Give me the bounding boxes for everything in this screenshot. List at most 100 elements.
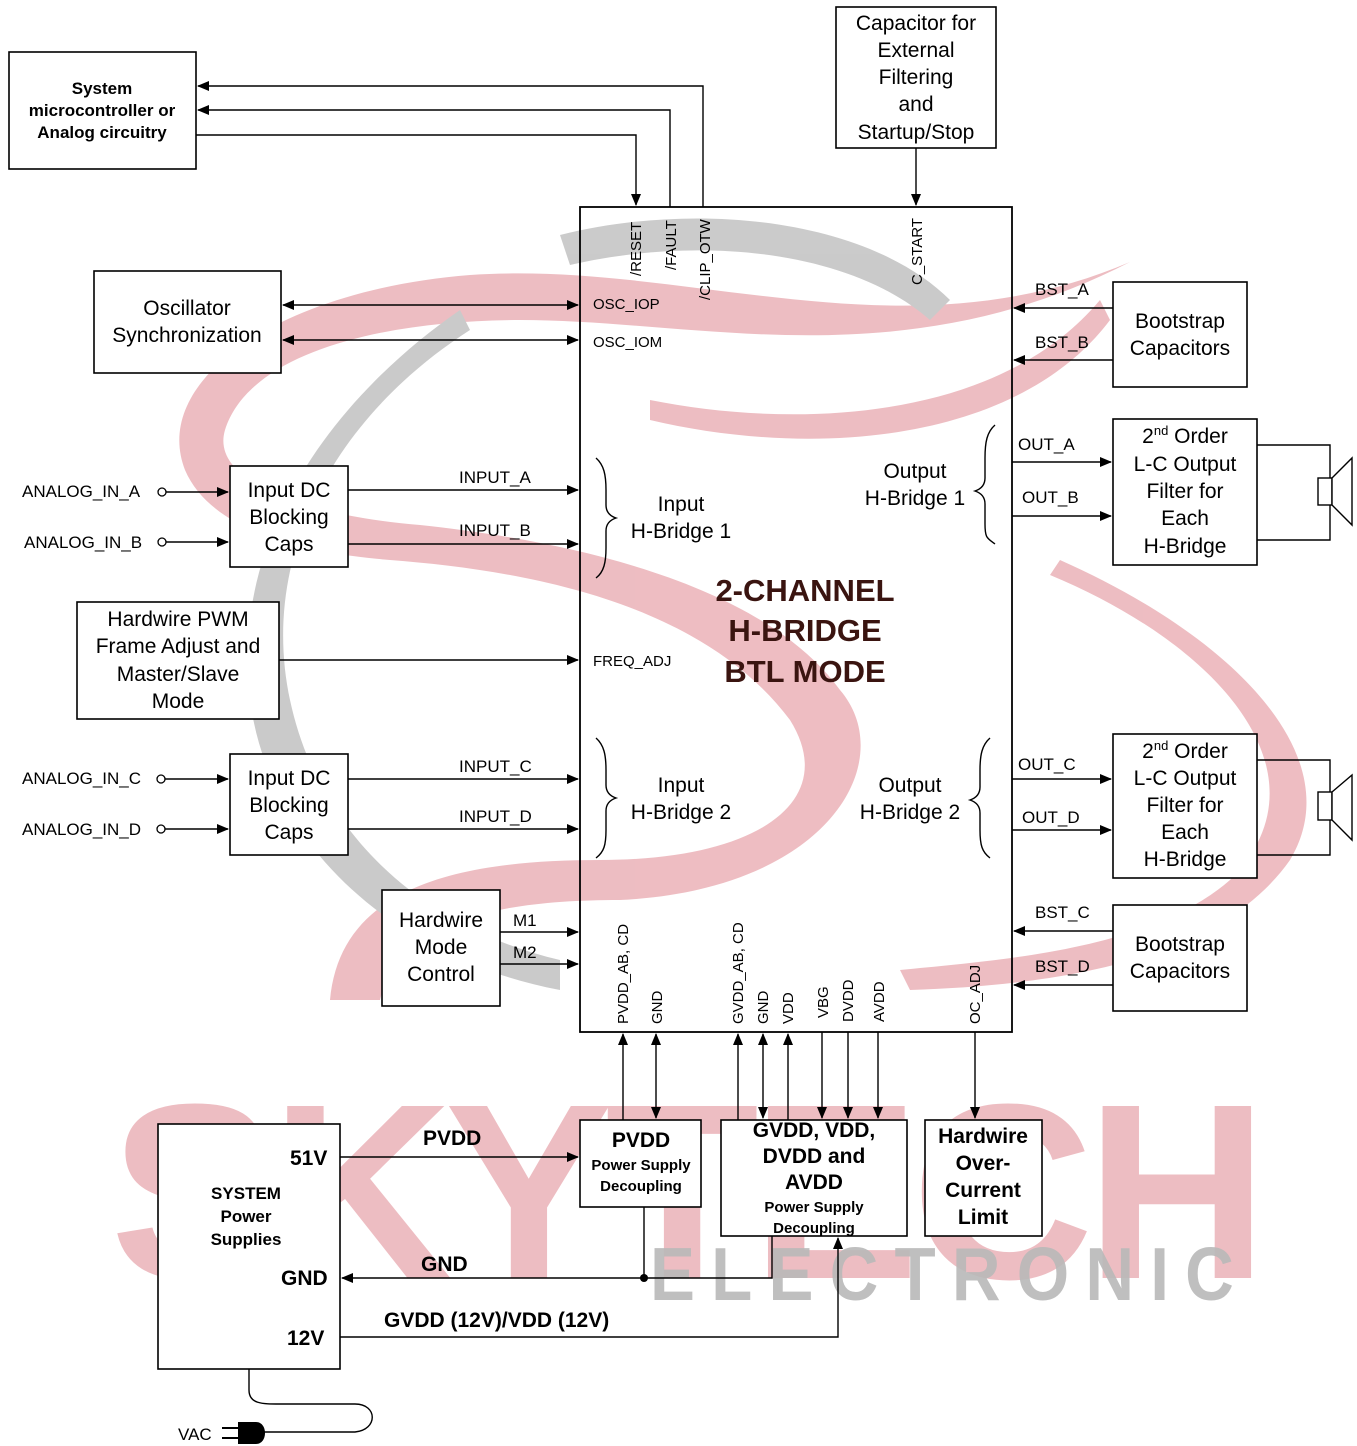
lc-filter-1-line-3: Each	[1161, 507, 1209, 530]
pin-vbg: VBG	[815, 986, 832, 1018]
input-dc-1-line-3: Caps	[264, 533, 313, 556]
input-dc-2-line-2: Blocking	[249, 794, 328, 817]
cap-filter-line-2: External	[877, 39, 954, 62]
oc-limit-line-4: Limit	[958, 1206, 1008, 1229]
label-out-c: OUT_C	[1018, 755, 1076, 774]
label-bst-c: BST_C	[1035, 903, 1090, 922]
terminal-analog-in-d	[156, 824, 166, 834]
label-analog-in-c: ANALOG_IN_C	[22, 769, 141, 788]
pin-avdd: AVDD	[871, 981, 888, 1022]
bst-top-box	[1112, 281, 1248, 388]
input-dc-2-box	[229, 753, 349, 856]
pin-dvdd: DVDD	[840, 979, 857, 1022]
wire-reset	[196, 134, 641, 206]
pvdd-dec-sub-1: Power Supply	[591, 1157, 691, 1174]
label-out-d: OUT_D	[1022, 808, 1080, 827]
pin-c-start: C_START	[909, 218, 926, 285]
oc-limit-line-3: Current	[945, 1179, 1021, 1202]
label-m2: M2	[513, 943, 537, 962]
pin-reset: /RESET	[628, 222, 645, 276]
gvdd-dec-box	[720, 1119, 908, 1237]
mcu-line-1: System	[72, 79, 132, 98]
plug-icon	[222, 1422, 265, 1444]
cap-filter-line-1: Capacitor for	[856, 12, 976, 35]
label-gnd: GND	[421, 1253, 468, 1276]
pwm-line-1: Hardwire PWM	[107, 608, 248, 631]
output-hbridge-2-line-2: H-Bridge 2	[860, 801, 960, 824]
sys-ps-12v: 12V	[287, 1327, 324, 1350]
lc-filter-2-line-3: Each	[1161, 821, 1209, 844]
wire-fault	[197, 105, 671, 207]
label-gvdd-vdd: GVDD (12V)/VDD (12V)	[384, 1309, 609, 1332]
pwm-line-2: Frame Adjust and	[96, 635, 261, 658]
pin-pvdd-ab-cd: PVDD_AB, CD	[615, 924, 632, 1024]
sys-ps-line-1: SYSTEM	[211, 1184, 281, 1203]
wire-gvdd-supply	[340, 1237, 843, 1338]
cap-filter-line-4: and	[898, 93, 933, 116]
pin-fault: /FAULT	[663, 220, 680, 270]
pin-freq-adj: FREQ_ADJ	[593, 653, 671, 670]
label-analog-in-a: ANALOG_IN_A	[22, 482, 141, 501]
brace-output-2	[967, 737, 991, 859]
bst-bot-box	[1112, 904, 1248, 1012]
pin-clip-otw: /CLIP_OTW	[697, 218, 714, 300]
cap-filter-line-5: Startup/Stop	[858, 121, 975, 144]
lc-filter-1-title: 2nd Order	[1142, 423, 1228, 448]
pin-osc-iop: OSC_IOP	[593, 296, 660, 313]
mcu-box	[8, 51, 197, 170]
terminal-analog-in-b	[157, 537, 167, 547]
pwm-line-4: Mode	[152, 690, 205, 713]
terminal-analog-in-a	[157, 487, 167, 497]
oc-limit-box	[924, 1119, 1043, 1237]
bst-bot-line-1: Bootstrap	[1135, 933, 1225, 956]
cap-filter-line-3: Filtering	[879, 66, 954, 89]
label-input-c: INPUT_C	[459, 757, 532, 776]
lc-filter-2-line-1: L-C Output	[1134, 767, 1237, 790]
mcu-line-3: Analog circuitry	[37, 123, 167, 142]
pvdd-dec-box	[579, 1119, 702, 1208]
input-dc-1-box	[229, 465, 349, 568]
output-hbridge-2-line-1: Output	[878, 774, 941, 797]
label-analog-in-d: ANALOG_IN_D	[22, 820, 141, 839]
mcu-line-2: microcontroller or	[29, 101, 176, 120]
chip-box	[579, 206, 1013, 1033]
brace-output-1	[972, 424, 996, 545]
wire-gnd-return	[341, 1236, 773, 1283]
chip-title-line-1: 2-CHANNEL	[715, 573, 894, 608]
pin-osc-iom: OSC_IOM	[593, 334, 662, 351]
pin-gnd-1: GND	[649, 991, 666, 1025]
wire-clip-otw	[197, 81, 704, 207]
mode-ctrl-box	[381, 889, 501, 1007]
bst-bot-line-2: Capacitors	[1130, 960, 1230, 983]
chip-title-line-3: BTL MODE	[724, 654, 885, 689]
pin-gnd-2: GND	[755, 991, 772, 1025]
mode-ctrl-line-2: Mode	[415, 936, 468, 959]
label-pvdd: PVDD	[423, 1127, 481, 1150]
sys-ps-gnd: GND	[281, 1267, 328, 1290]
label-out-b: OUT_B	[1022, 488, 1079, 507]
speaker-1-icon	[1317, 456, 1353, 527]
chip-title-line-2: H-BRIDGE	[728, 613, 881, 648]
osc-line-2: Synchronization	[112, 324, 261, 347]
wire-speaker-1b	[1257, 505, 1331, 541]
lc-filter-2-line-2: Filter for	[1146, 794, 1223, 817]
pwm-line-3: Master/Slave	[117, 663, 240, 686]
sys-ps-box	[157, 1123, 341, 1370]
gvdd-dec-title-2: DVDD and	[763, 1145, 866, 1168]
speaker-2-icon	[1317, 773, 1353, 842]
lc-filter-2-line-4: H-Bridge	[1144, 848, 1227, 871]
brace-input-1	[595, 457, 619, 579]
input-dc-2-line-1: Input DC	[248, 767, 331, 790]
label-bst-a: BST_A	[1035, 280, 1090, 299]
junction-gnd	[640, 1274, 648, 1282]
sys-ps-51v: 51V	[290, 1147, 327, 1170]
bst-top-line-1: Bootstrap	[1135, 310, 1225, 333]
lc-filter-1-line-2: Filter for	[1146, 480, 1223, 503]
osc-line-1: Oscillator	[143, 297, 231, 320]
oc-limit-line-2: Over-	[956, 1152, 1011, 1175]
pvdd-dec-title: PVDD	[612, 1129, 670, 1152]
label-input-b: INPUT_B	[459, 521, 531, 540]
input-hbridge-1-line-1: Input	[658, 493, 705, 516]
